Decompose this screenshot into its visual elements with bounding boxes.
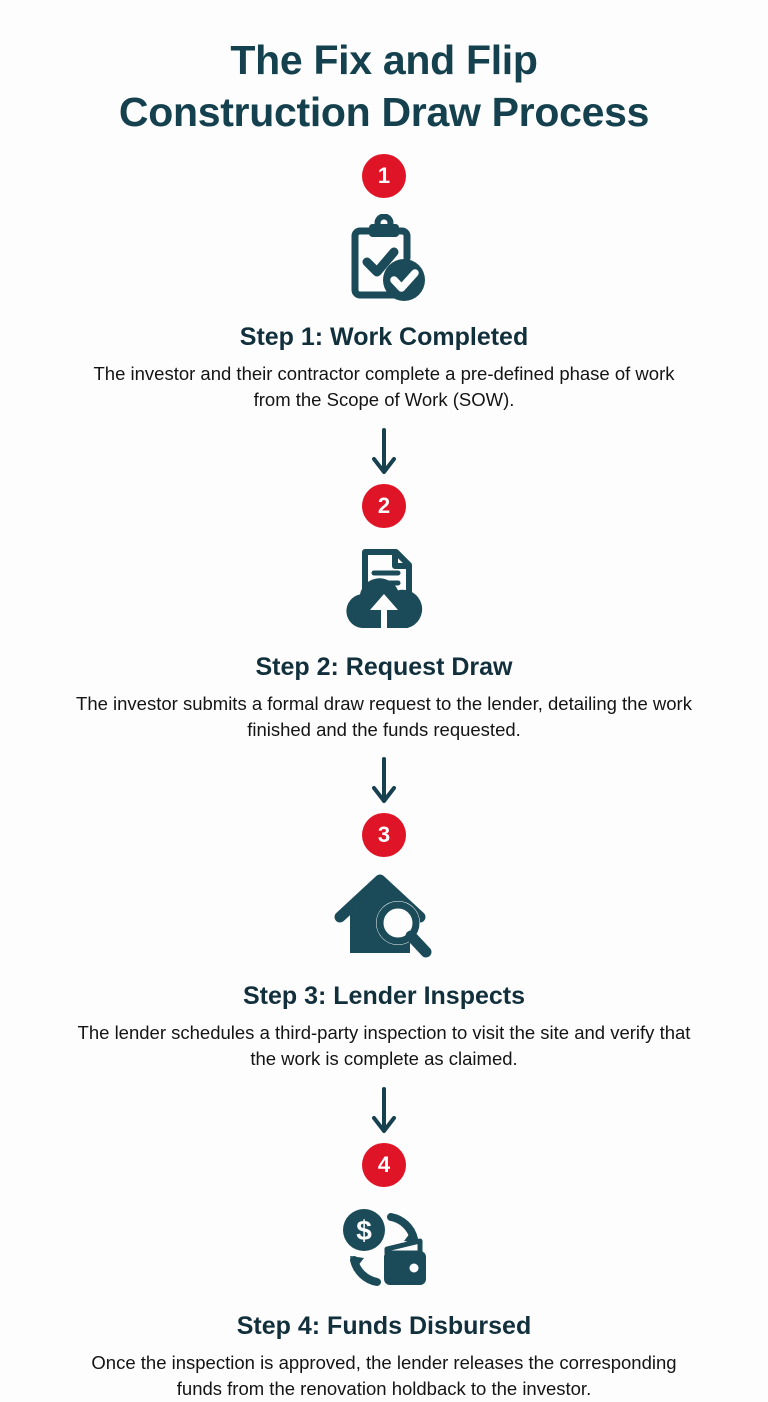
clipboard-check-icon (336, 214, 432, 306)
step-description-2: The investor submits a formal draw reque… (76, 692, 692, 740)
house-magnifier-icon (332, 873, 436, 965)
money-wallet-transfer-icon: $ (334, 1203, 434, 1295)
flow-arrow-3 (369, 1086, 399, 1135)
document-cloud-upload-icon (336, 544, 432, 636)
step-title-3: Step 3: Lender Inspects (242, 982, 526, 1011)
step-title-1: Step 1: Work Completed (239, 323, 529, 352)
process-flow: 1 Step 1: Work Completed The investor an… (24, 154, 744, 1402)
process-step-1: 1 Step 1: Work Completed The investor an… (24, 154, 744, 414)
title-line-1: The Fix and Flip (230, 37, 538, 83)
process-step-3: 3 Step 3: Lender Inspects The lender sch… (24, 813, 744, 1073)
step-title-4: Step 4: Funds Disbursed (236, 1311, 532, 1340)
page-title: The Fix and Flip Construction Draw Proce… (119, 34, 649, 138)
process-step-2: 2 Step 2: Request Draw The investor subm… (24, 483, 744, 744)
step-number-badge-2: 2 (362, 483, 406, 528)
step-number-badge-1: 1 (362, 154, 406, 199)
flow-arrow-2 (369, 757, 399, 805)
step-title-2: Step 2: Request Draw (255, 652, 513, 681)
flow-arrow-1 (369, 427, 399, 476)
step-description-3: The lender schedules a third-party inspe… (77, 1022, 691, 1070)
svg-text:$: $ (356, 1215, 372, 1246)
process-step-4: 4 $ Step 4: Funds Disbursed Once the ins… (24, 1142, 744, 1402)
step-description-1: The investor and their contractor comple… (93, 363, 675, 411)
step-number-badge-3: 3 (362, 813, 406, 858)
step-number-badge-4: 4 (362, 1142, 406, 1187)
title-line-2: Construction Draw Process (118, 89, 650, 136)
